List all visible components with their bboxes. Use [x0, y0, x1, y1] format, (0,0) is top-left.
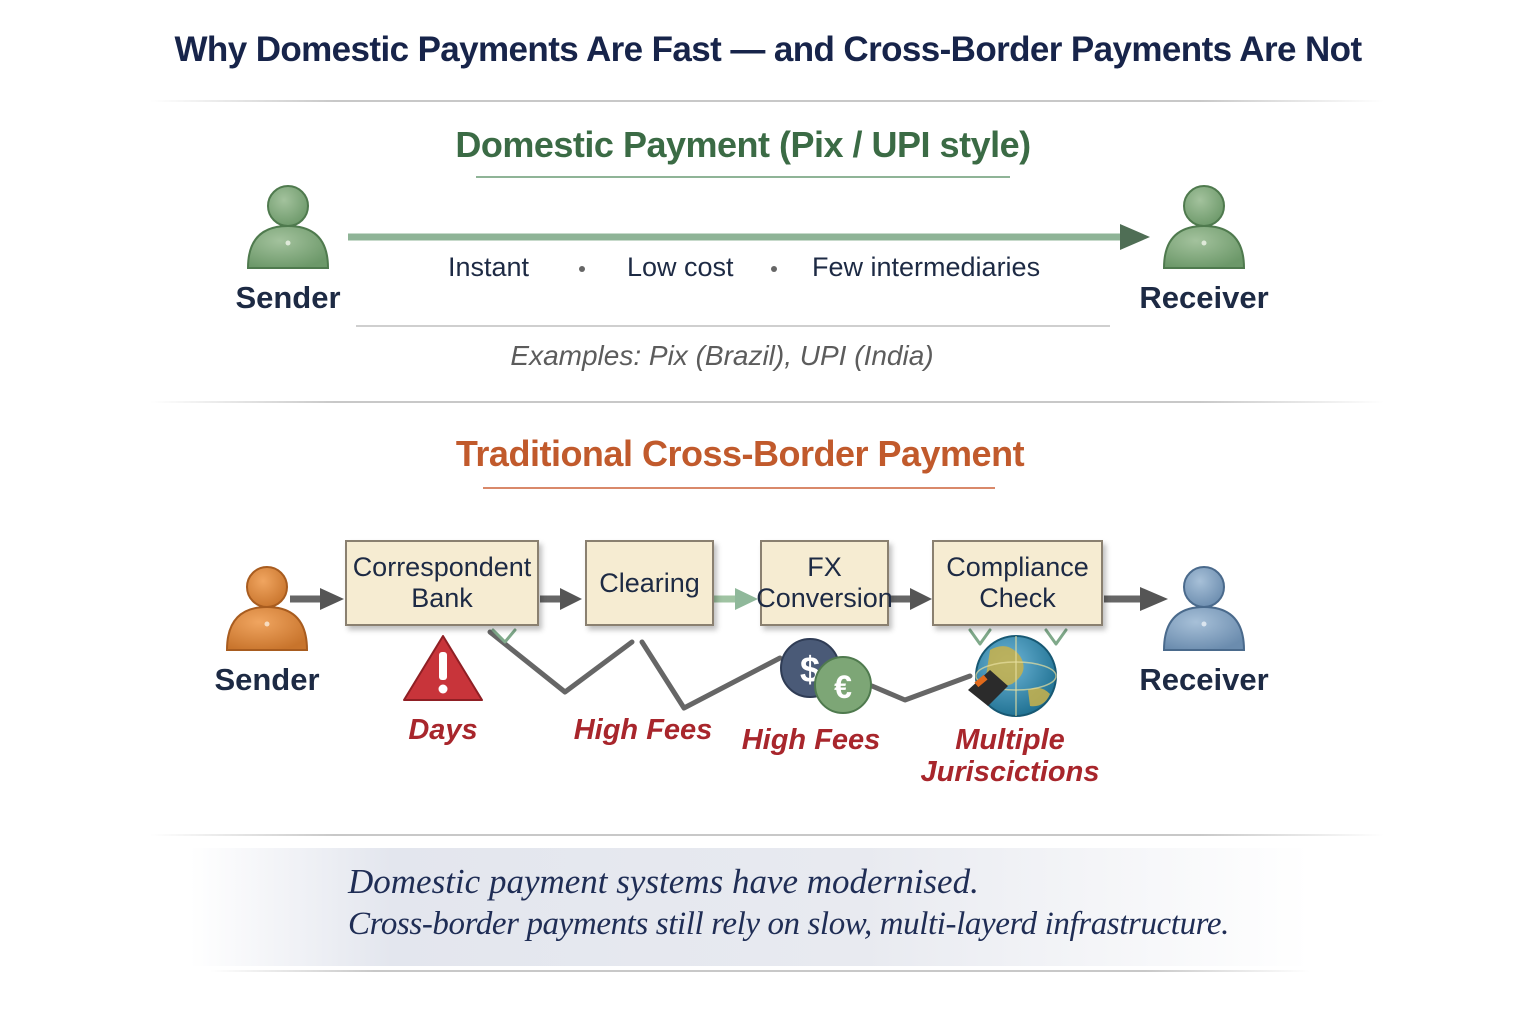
- domestic-heading-underline: [476, 176, 1010, 178]
- tangled-route-line: [487, 628, 1068, 711]
- cross-border-heading: Traditional Cross-Border Payment: [455, 433, 1025, 474]
- svg-text:€: €: [834, 669, 852, 705]
- summary-line-2: Cross-border payments still rely on slow…: [348, 906, 1229, 942]
- issue-high-fees-fx: High Fees: [741, 724, 881, 756]
- currency-icon: $ €: [780, 638, 872, 714]
- step-clearing: Clearing: [585, 540, 714, 626]
- section-divider: [150, 401, 1384, 403]
- cross-receiver-label: Receiver: [1139, 662, 1269, 697]
- domestic-arrow: [348, 224, 1150, 250]
- cross-sender-label: Sender: [214, 662, 320, 697]
- step-correspondent-bank: Correspondent Bank: [345, 540, 539, 626]
- feature-separator-dot: [579, 266, 585, 272]
- step-compliance-check: Compliance Check: [932, 540, 1103, 626]
- feature-low-cost: Low cost: [627, 252, 734, 282]
- cross-receiver-icon: [1162, 566, 1246, 651]
- flow-arrow-4: [889, 588, 932, 610]
- domestic-heading: Domestic Payment (Pix / UPI style): [455, 124, 1031, 165]
- issue-high-fees-clearing: High Fees: [573, 714, 713, 746]
- feature-instant: Instant: [448, 252, 530, 282]
- summary-divider: [150, 834, 1384, 836]
- flow-arrow-3: [714, 588, 758, 610]
- domestic-sender-icon: [246, 185, 330, 269]
- flow-arrow-1: [290, 588, 344, 610]
- summary-panel: [190, 848, 1310, 966]
- issue-days: Days: [408, 714, 478, 746]
- cross-sender-icon: [225, 566, 309, 651]
- feature-few-intermediaries: Few intermediaries: [812, 252, 1041, 282]
- warning-icon: [403, 635, 483, 701]
- domestic-sender-label: Sender: [235, 280, 341, 315]
- title-divider: [150, 100, 1384, 102]
- summary-line-1: Domestic payment systems have modernised…: [348, 862, 979, 901]
- domestic-receiver-label: Receiver: [1139, 280, 1269, 315]
- page-title: Why Domestic Payments Are Fast — and Cro…: [174, 30, 1362, 69]
- flow-arrow-2: [540, 588, 582, 610]
- domestic-receiver-icon: [1162, 185, 1246, 269]
- domestic-examples: Examples: Pix (Brazil), UPI (India): [510, 340, 934, 371]
- flow-arrow-5: [1104, 587, 1168, 611]
- globe-icon: [968, 635, 1057, 717]
- cross-border-heading-underline: [483, 487, 995, 489]
- bottom-divider: [210, 970, 1310, 972]
- feature-separator-dot: [771, 266, 777, 272]
- step-fx-conversion: FX Conversion: [756, 540, 893, 626]
- issue-multiple-jurisdictions: Multiple Juriscictions: [920, 724, 1100, 788]
